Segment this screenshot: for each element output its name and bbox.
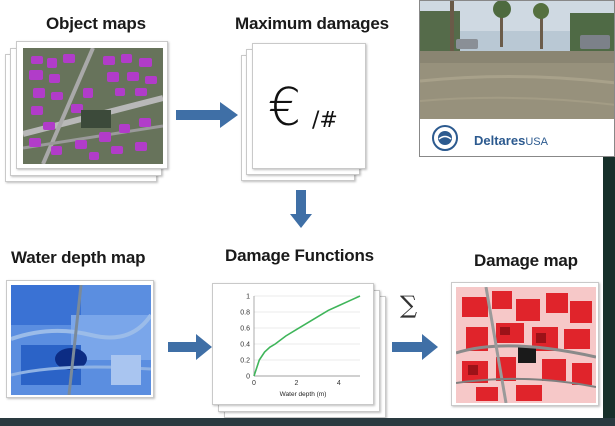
damage-map-title: Damage map xyxy=(474,251,578,270)
chart-y-tick-label: 0 xyxy=(246,374,250,381)
arrow-down xyxy=(290,190,312,228)
brand-name: DeltaresUSA xyxy=(474,133,548,148)
sum-symbol: ∑ xyxy=(400,291,418,319)
damage-map-card xyxy=(451,282,599,406)
flood-street-photo xyxy=(420,1,614,119)
chart-y-tick-label: 0.6 xyxy=(240,326,250,333)
arrow-right-3 xyxy=(392,334,438,360)
arrow-right-1 xyxy=(176,102,238,128)
damage-functions-title: Damage Functions xyxy=(225,246,374,265)
chart-x-axis-label: Water depth (m) xyxy=(280,391,327,398)
chart-y-tick-label: 1 xyxy=(246,294,250,301)
object-maps-card xyxy=(16,41,168,169)
chart-y-tick-label: 0.8 xyxy=(240,310,250,317)
water-depth-map-title: Water depth map xyxy=(11,248,146,267)
chart-x-tick-label: 0 xyxy=(252,380,256,387)
brand-suffix: USA xyxy=(525,136,548,148)
maximum-damages-title: Maximum damages xyxy=(235,14,389,33)
water-depth-map-image xyxy=(10,284,153,396)
brand-row: DeltaresUSA xyxy=(420,119,614,156)
per-unit-symbol: /# xyxy=(312,108,338,133)
bottom-dark-strip xyxy=(0,418,615,426)
max-damages-card xyxy=(252,43,366,169)
right-dark-strip xyxy=(603,157,615,426)
damage-map-image xyxy=(455,286,597,404)
water-depth-card xyxy=(6,280,154,398)
chart-y-tick-label: 0.2 xyxy=(240,358,250,365)
flood-photo-box: DeltaresUSA xyxy=(419,0,615,157)
damage-function-chart: 0 0.2 0.4 0.6 0.8 1 0 2 4 Water depth (m) xyxy=(240,294,361,398)
object-map-image xyxy=(22,47,164,165)
chart-tick-labels: 0 0.2 0.4 0.6 0.8 1 0 2 4 xyxy=(240,294,341,388)
brand-name-text: Deltares xyxy=(474,133,526,148)
chart-axes xyxy=(253,296,360,377)
chart-x-tick-label: 2 xyxy=(294,380,298,387)
chart-series xyxy=(253,295,361,377)
chart-y-tick-label: 0.4 xyxy=(240,342,250,349)
object-maps-title: Object maps xyxy=(46,14,146,33)
arrow-right-2 xyxy=(168,334,212,360)
chart-series-line xyxy=(253,295,361,377)
euro-symbol: € xyxy=(268,78,302,138)
chart-grid xyxy=(254,295,360,377)
chart-x-tick-label: 4 xyxy=(337,380,341,387)
deltares-seal-icon xyxy=(432,125,458,151)
